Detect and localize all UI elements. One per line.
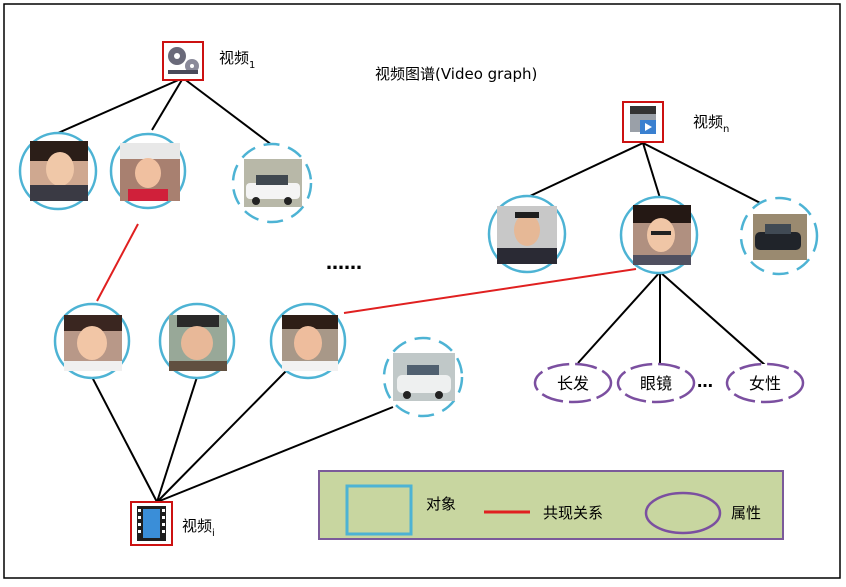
video-n-subscript: n bbox=[723, 124, 729, 135]
attribute-node-glasses: 眼镜 bbox=[616, 362, 696, 404]
video-1-subscript: 1 bbox=[249, 60, 255, 71]
edges-attributes bbox=[577, 271, 766, 366]
edges-video-n bbox=[529, 142, 779, 213]
video-node-n: 视频n bbox=[622, 101, 729, 143]
object-node-person-5 bbox=[269, 302, 347, 380]
legend-object-swatch bbox=[345, 484, 413, 536]
svg-text:视频1: 视频1 bbox=[219, 49, 255, 71]
legend-relation-label: 共现关系 bbox=[543, 504, 603, 522]
object-node-person-4 bbox=[158, 302, 236, 380]
object-node-person-3 bbox=[53, 302, 131, 380]
attribute-node-female: 女性 bbox=[725, 362, 805, 404]
object-node-car-3 bbox=[382, 336, 464, 418]
video-i-label: 视频 bbox=[182, 517, 212, 535]
object-node-person-6 bbox=[487, 194, 567, 274]
legend: 对象 共现关系 属性 bbox=[318, 470, 784, 540]
object-node-person-2 bbox=[109, 132, 187, 210]
attribute-label-long-hair: 长发 bbox=[557, 374, 589, 393]
legend-attribute-swatch bbox=[644, 491, 722, 535]
attribute-node-long-hair: 长发 bbox=[533, 362, 613, 404]
object-node-person-7 bbox=[619, 195, 699, 275]
more-videos-ellipsis: …… bbox=[326, 253, 362, 274]
edges-video-i bbox=[91, 368, 394, 503]
diagram-title: 视频图谱(Video graph) bbox=[375, 65, 537, 83]
svg-text:视频n: 视频n bbox=[693, 113, 729, 135]
object-node-car-2 bbox=[739, 196, 819, 276]
video-node-1: 视频1 bbox=[162, 41, 255, 81]
video-1-label: 视频 bbox=[219, 49, 249, 67]
object-node-car-1 bbox=[231, 142, 313, 224]
legend-object-label: 对象 bbox=[426, 495, 456, 513]
attribute-label-female: 女性 bbox=[749, 374, 781, 393]
svg-text:视频i: 视频i bbox=[182, 517, 215, 539]
edges-video-1 bbox=[57, 77, 273, 146]
attribute-label-glasses: 眼镜 bbox=[640, 374, 672, 393]
video-i-subscript: i bbox=[212, 528, 215, 539]
co-occurrence-edges bbox=[96, 223, 637, 314]
object-node-person-1 bbox=[18, 131, 98, 211]
video-node-i: 视频i bbox=[130, 501, 215, 546]
video-n-label: 视频 bbox=[693, 113, 723, 131]
attribute-ellipsis: … bbox=[697, 372, 713, 391]
legend-attribute-label: 属性 bbox=[731, 504, 761, 522]
